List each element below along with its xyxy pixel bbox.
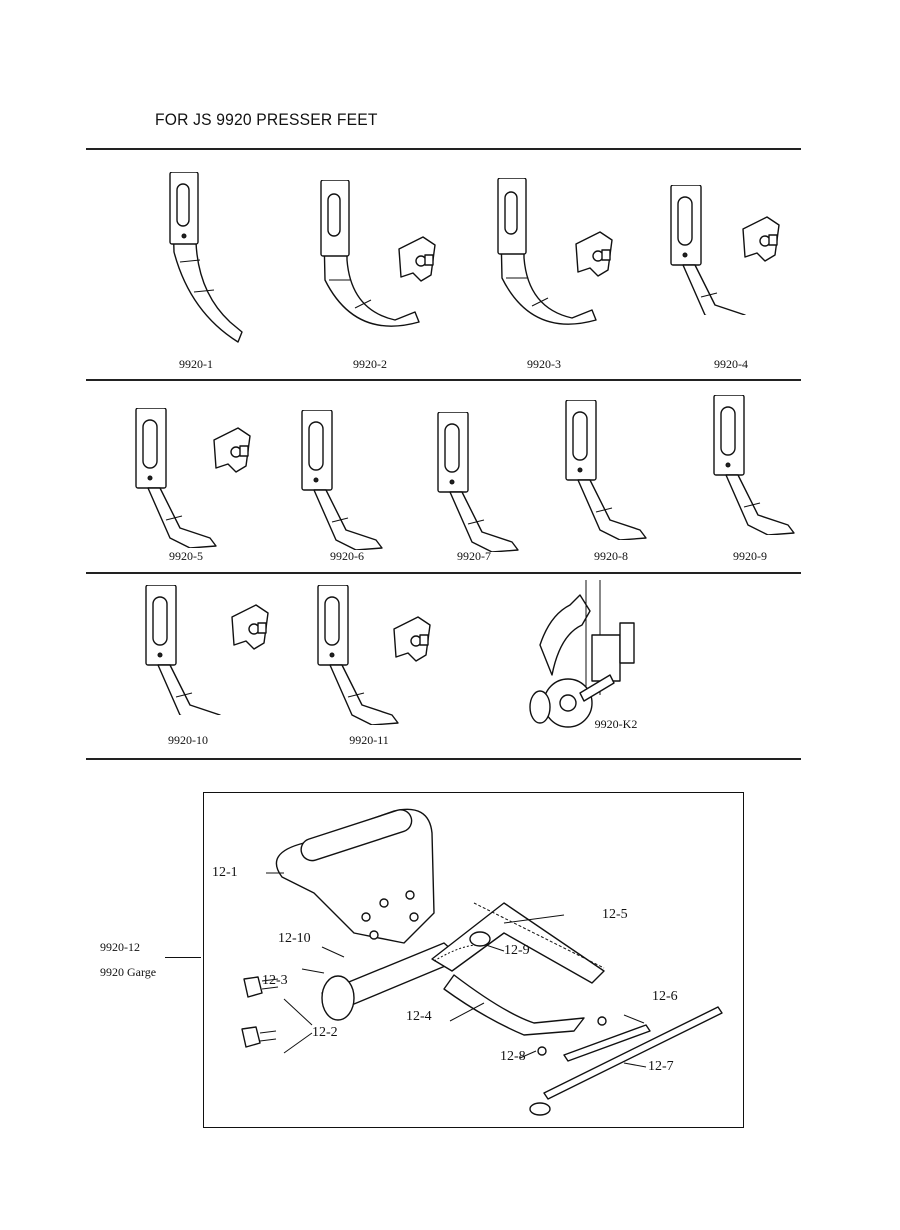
roller-foot-9920-K2-drawing — [529, 580, 635, 728]
callout-12-9: 12-9 — [504, 943, 530, 958]
presser-foot-9920-4-drawing — [670, 185, 780, 315]
callout-12-2: 12-2 — [312, 1025, 338, 1040]
callout-12-8: 12-8 — [500, 1049, 526, 1064]
gauge-assembly-drawing — [241, 808, 723, 1116]
part-label-9920-5: 9920-5 — [169, 549, 203, 563]
divider-rule-3 — [86, 572, 801, 574]
presser-foot-9920-2-drawing — [320, 180, 436, 327]
presser-foot-9920-9-drawing — [713, 395, 795, 535]
part-label-9920-1: 9920-1 — [179, 357, 213, 371]
presser-foot-9920-7-drawing — [437, 412, 519, 552]
assembly-leader-line — [165, 957, 201, 958]
part-label-9920-4: 9920-4 — [714, 357, 748, 371]
presser-foot-9920-1-drawing — [169, 172, 243, 343]
callout-12-5: 12-5 — [602, 907, 628, 922]
presser-foot-9920-10-drawing — [145, 585, 269, 715]
part-label-9920-8: 9920-8 — [594, 549, 628, 563]
callout-12-4: 12-4 — [406, 1009, 432, 1024]
part-label-9920-7: 9920-7 — [457, 549, 491, 563]
callout-12-6: 12-6 — [652, 989, 678, 1004]
presser-foot-9920-11-drawing — [317, 585, 431, 725]
assembly-name-label: 9920 Garge — [100, 965, 157, 979]
callout-12-3: 12-3 — [262, 973, 288, 988]
part-label-9920-6: 9920-6 — [330, 549, 364, 563]
gauge-assembly-frame: 12-1 12-3 12-10 12-2 12-4 12-5 12-9 12-6… — [203, 792, 744, 1128]
divider-rule-1 — [86, 148, 801, 150]
presser-foot-9920-6-drawing — [301, 410, 383, 550]
page-title: FOR JS 9920 PRESSER FEET — [155, 110, 378, 129]
part-label-9920-3: 9920-3 — [527, 357, 561, 371]
part-label-9920-2: 9920-2 — [353, 357, 387, 371]
part-label-9920-K2: 9920-K2 — [594, 717, 638, 731]
part-label-9920-11: 9920-11 — [349, 733, 389, 747]
presser-foot-9920-5-drawing — [135, 408, 251, 548]
callout-12-7: 12-7 — [648, 1059, 674, 1074]
callout-12-10: 12-10 — [278, 931, 311, 946]
assembly-model-label: 9920-12 — [100, 940, 140, 954]
presser-foot-9920-3-drawing — [497, 178, 613, 325]
part-label-9920-9: 9920-9 — [733, 549, 767, 563]
callout-12-1: 12-1 — [212, 865, 238, 880]
presser-foot-9920-8-drawing — [565, 400, 647, 540]
divider-rule-4 — [86, 758, 801, 760]
part-label-9920-10: 9920-10 — [168, 733, 208, 747]
divider-rule-2 — [86, 379, 801, 381]
